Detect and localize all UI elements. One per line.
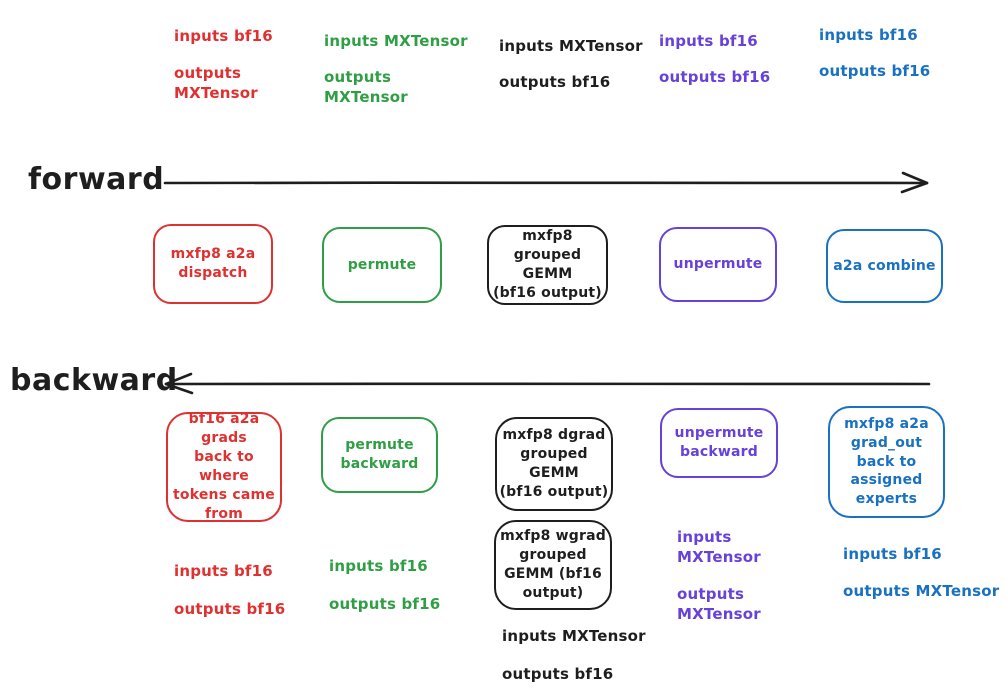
bottom-outputs-grad-out: outputs MXTensor bbox=[843, 582, 1000, 600]
top-inputs-a2a-combine: inputs bf16 bbox=[819, 26, 918, 44]
backward-box-grad-out: mxfp8 a2a grad_out back to assigned expe… bbox=[828, 406, 945, 518]
forward-box-unpermute: unpermute bbox=[659, 227, 777, 302]
backward-box-grad-out-label: mxfp8 a2a grad_out back to assigned expe… bbox=[844, 415, 929, 508]
backward-box-wgrad-gemm-label: mxfp8 wgrad grouped GEMM (bf16 output) bbox=[500, 528, 606, 601]
forward-box-a2a-dispatch: mxfp8 a2a dispatch bbox=[153, 224, 273, 304]
backward-box-dgrad-gemm: mxfp8 dgrad grouped GEMM (bf16 output) bbox=[495, 417, 613, 511]
forward-box-unpermute-label: unpermute bbox=[673, 256, 763, 273]
bottom-inputs-grad-out: inputs bf16 bbox=[843, 545, 942, 563]
top-inputs-permute: inputs MXTensor bbox=[324, 32, 468, 50]
backward-arrow bbox=[164, 372, 931, 395]
backward-box-wgrad-gemm: mxfp8 wgrad grouped GEMM (bf16 output) bbox=[494, 520, 612, 610]
backward-box-permute-backward: permute backward bbox=[321, 417, 438, 493]
backward-box-dgrad-gemm-label: mxfp8 dgrad grouped GEMM (bf16 output) bbox=[499, 427, 609, 500]
forward-box-a2a-combine-label: a2a combine bbox=[833, 257, 936, 274]
bottom-outputs-permute-backward: outputs bf16 bbox=[329, 595, 441, 613]
forward-box-a2a-combine: a2a combine bbox=[826, 229, 943, 303]
forward-box-a2a-dispatch-label: mxfp8 a2a dispatch bbox=[170, 246, 256, 281]
forward-box-grouped-gemm-label: mxfp8 grouped GEMM (bf16 output) bbox=[493, 228, 602, 301]
backward-box-a2a-grads-label: bf16 a2a grads back to where tokens came… bbox=[173, 411, 275, 522]
top-outputs-unpermute: outputs bf16 bbox=[659, 68, 771, 86]
backward-box-unpermute-backward: unpermute backward bbox=[660, 408, 778, 478]
forward-box-grouped-gemm: mxfp8 grouped GEMM (bf16 output) bbox=[487, 225, 608, 305]
bottom-outputs-wgrad-gemm: outputs bf16 bbox=[502, 665, 614, 683]
top-inputs-a2a-dispatch: inputs bf16 bbox=[174, 27, 273, 45]
bottom-inputs-a2a-grads: inputs bf16 bbox=[174, 562, 273, 580]
backward-box-unpermute-backward-label: unpermute backward bbox=[674, 425, 764, 460]
backward-box-permute-backward-label: permute backward bbox=[340, 437, 419, 472]
top-inputs-unpermute: inputs bf16 bbox=[659, 32, 758, 50]
bottom-outputs-unpermute-backward: outputs MXTensor bbox=[677, 585, 761, 624]
top-outputs-a2a-dispatch: outputs MXTensor bbox=[174, 64, 258, 103]
bottom-inputs-permute-backward: inputs bf16 bbox=[329, 557, 428, 575]
backward-heading: backward bbox=[10, 363, 178, 398]
top-inputs-grouped-gemm: inputs MXTensor bbox=[499, 37, 643, 55]
bottom-outputs-a2a-grads: outputs bf16 bbox=[174, 600, 286, 618]
top-outputs-a2a-combine: outputs bf16 bbox=[819, 62, 931, 80]
top-outputs-permute: outputs MXTensor bbox=[324, 68, 408, 107]
forward-arrow bbox=[163, 171, 929, 194]
forward-box-permute-label: permute bbox=[347, 256, 417, 273]
forward-box-permute: permute bbox=[322, 227, 442, 303]
forward-heading: forward bbox=[28, 162, 165, 197]
top-outputs-grouped-gemm: outputs bf16 bbox=[499, 73, 611, 91]
backward-box-a2a-grads: bf16 a2a grads back to where tokens came… bbox=[166, 411, 282, 522]
bottom-inputs-wgrad-gemm: inputs MXTensor bbox=[502, 627, 646, 645]
bottom-inputs-unpermute-backward: inputs MXTensor bbox=[677, 528, 761, 567]
